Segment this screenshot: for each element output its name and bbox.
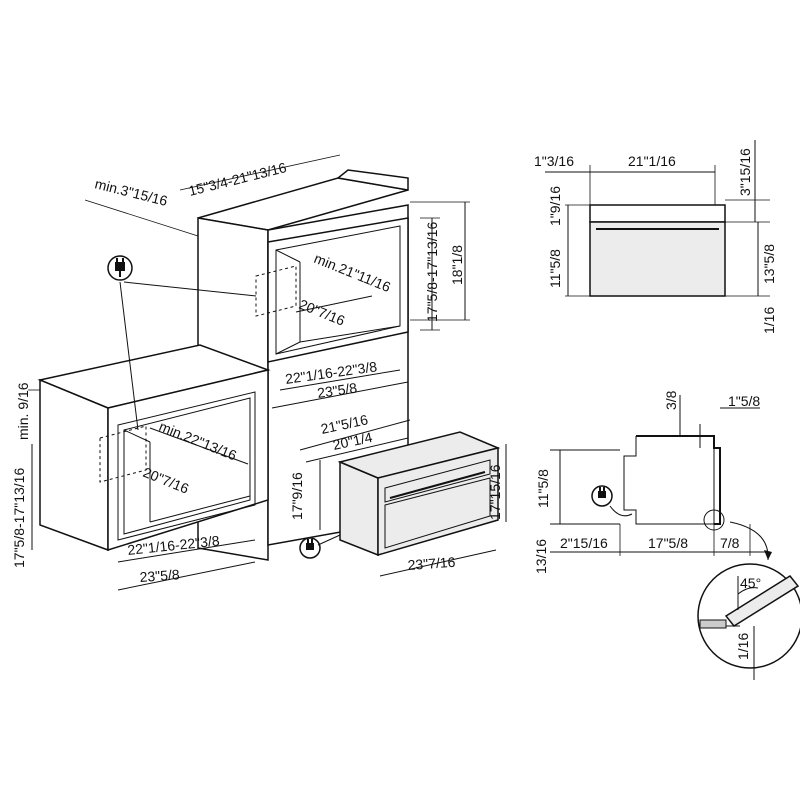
dim-profile-front: 7/8 [720, 535, 740, 551]
dim-upper-overall-width: 23"5/8 [316, 380, 358, 401]
dim-lower-min-thickness: min. 9/16 [15, 382, 31, 440]
dim-upper-min-depth: min.3"15/16 [93, 175, 169, 209]
dim-oven-width: 23"7/16 [407, 554, 456, 573]
installation-profile [550, 395, 768, 556]
dim-side-total-height: 13"5/8 [761, 244, 777, 284]
dim-profile-bottom: 13/16 [533, 539, 549, 574]
dim-upper-niche-width: 15"3/4-21"13/16 [187, 159, 288, 199]
lower-dimension-lines [28, 389, 256, 591]
lower-cabinet [37, 344, 271, 552]
dim-profile-offset: 1"5/8 [728, 393, 760, 409]
dim-upper-niche-height: 17"5/8-17"13/16 [424, 222, 440, 322]
plug-icon [591, 485, 613, 507]
dim-profile-depth: 17"5/8 [648, 535, 688, 551]
dim-top-view-depth: 21"1/16 [628, 153, 676, 169]
dim-angle: 45° [740, 575, 761, 591]
dim-detail-gap: 1/16 [735, 633, 751, 660]
dim-profile-height: 11"5/8 [535, 469, 551, 508]
lower-socket-zone [99, 425, 147, 483]
dim-lower-niche-height: 17"5/8-17"13/16 [11, 468, 27, 568]
dim-profile-rear: 2"15/16 [560, 535, 608, 551]
plug-icon [107, 255, 133, 281]
dim-side-bottom: 1/16 [761, 307, 777, 334]
dim-profile-top: 3/8 [663, 390, 679, 410]
detail-circle [697, 563, 800, 680]
dim-top-view-right: 3"15/16 [737, 148, 753, 196]
plug-icon [299, 537, 321, 559]
oven-side-view [545, 140, 770, 297]
dim-side-top: 1"9/16 [547, 186, 563, 226]
dim-side-front-height: 11"5/8 [547, 249, 563, 288]
oven-dimension-lines [299, 419, 507, 577]
dim-oven-height: 17"15/16 [487, 464, 503, 520]
upper-dimension-lines [84, 154, 470, 409]
oven-appliance [337, 431, 501, 557]
dim-oven-body-height: 17"9/16 [289, 472, 305, 520]
dim-lower-overall-width: 23"5/8 [139, 566, 180, 585]
dim-top-view-left: 1"3/16 [534, 153, 574, 169]
dim-upper-overall-height: 18"1/8 [449, 245, 465, 285]
